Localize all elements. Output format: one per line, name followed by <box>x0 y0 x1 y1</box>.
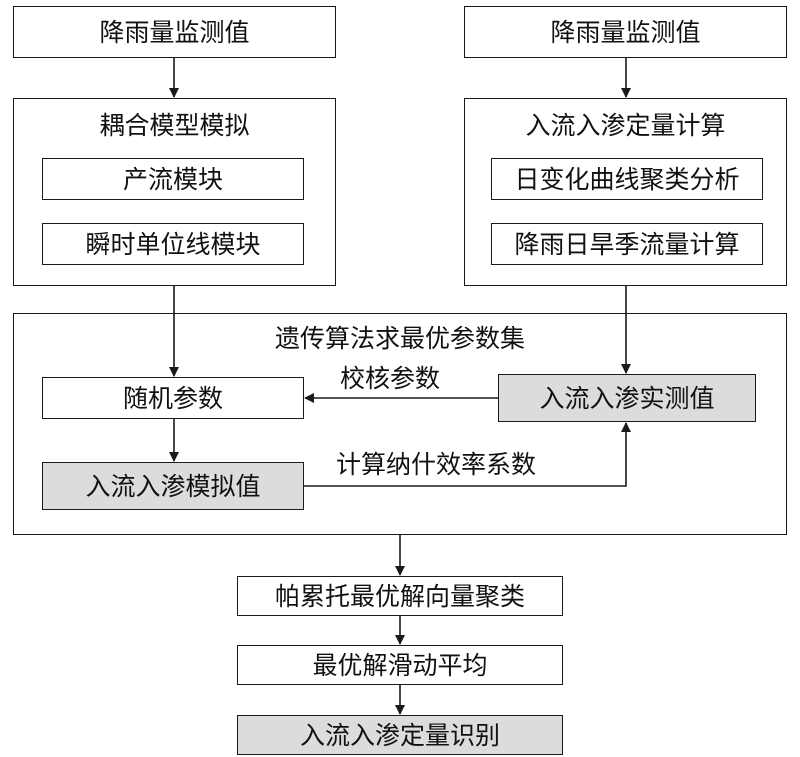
pareto-clustering-box: 帕累托最优解向量聚类 <box>237 576 563 616</box>
moving-average-box: 最优解滑动平均 <box>237 645 563 685</box>
simulated-ii-box: 入流入渗模拟值 <box>42 462 304 510</box>
left-rainfall-input-box: 降雨量监测值 <box>13 6 336 58</box>
arrow-simulated-to-measured <box>304 422 631 487</box>
daily-curve-clustering-box: 日变化曲线聚类分析 <box>491 158 763 200</box>
calibrate-params-label: 校核参数 <box>340 364 441 393</box>
dry-weather-flow-box: 降雨日旱季流量计算 <box>491 223 763 265</box>
measured-ii-box: 入流入渗实测值 <box>498 374 756 422</box>
coupled-model-title: 耦合模型模拟 <box>99 111 250 140</box>
nse-label: 计算纳什效率系数 <box>336 450 537 479</box>
ii-quantification-title: 入流入渗定量计算 <box>525 111 726 140</box>
genetic-algorithm-title: 遗传算法求最优参数集 <box>274 324 525 353</box>
unit-hydrograph-module-box: 瞬时单位线模块 <box>42 223 304 265</box>
ii-identification-box: 入流入渗定量识别 <box>237 715 563 755</box>
runoff-module-box: 产流模块 <box>42 158 304 200</box>
random-params-box: 随机参数 <box>42 377 304 419</box>
right-rainfall-input-box: 降雨量监测值 <box>464 6 787 58</box>
